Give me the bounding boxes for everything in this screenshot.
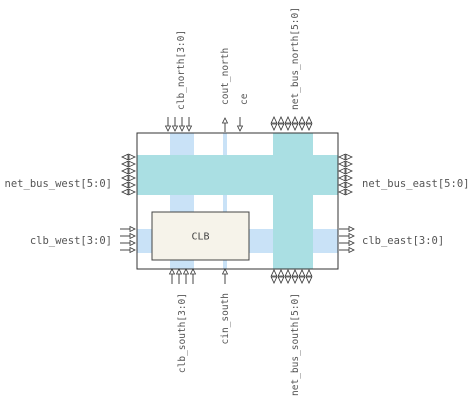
net-bus-north-label: net_bus_north[5:0] bbox=[290, 7, 301, 110]
clb-south-label: clb_south[3:0] bbox=[177, 293, 188, 373]
cout-north-pin bbox=[222, 117, 228, 132]
cin-south-pin bbox=[222, 268, 228, 284]
net-bus-north-pins bbox=[270, 116, 313, 131]
net-bus-east-label: net_bus_east[5:0] bbox=[362, 178, 469, 190]
clb-west-label: clb_west[3:0] bbox=[30, 235, 112, 247]
net-bus-south-pins bbox=[270, 269, 313, 284]
net-bus-east-pins bbox=[338, 153, 353, 196]
fabric-tile-outline bbox=[136, 132, 339, 270]
clb-north-label: clb_north[3:0] bbox=[176, 30, 187, 110]
net-bus-west-pins bbox=[121, 153, 136, 196]
clb-south-pins bbox=[169, 268, 196, 284]
net-bus-west-label: net_bus_west[5:0] bbox=[5, 178, 112, 190]
ce-pin bbox=[237, 117, 243, 132]
clb-east-pins bbox=[339, 226, 355, 253]
ce-label: ce bbox=[239, 93, 250, 105]
clb-north-pins bbox=[165, 117, 192, 132]
cin-south-label: cin_south bbox=[220, 293, 231, 344]
carry-channel bbox=[223, 133, 227, 269]
cout-north-label: cout_north bbox=[220, 48, 231, 105]
net-bus-north-south-channel bbox=[273, 133, 313, 269]
clb-block bbox=[151, 211, 250, 261]
clb-east-label: clb_east[3:0] bbox=[362, 235, 444, 247]
net-bus-south-label: net_bus_south[5:0] bbox=[290, 293, 301, 396]
clb-block-label: CLB bbox=[191, 232, 209, 243]
clb-west-pins bbox=[120, 226, 136, 253]
